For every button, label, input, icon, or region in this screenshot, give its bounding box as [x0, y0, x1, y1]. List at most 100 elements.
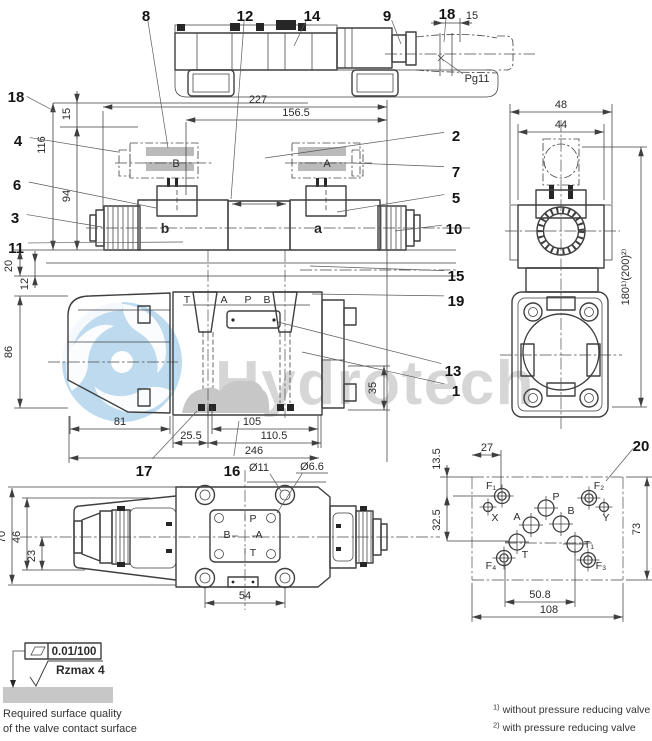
callout-number: 18	[8, 89, 25, 106]
callout-1: 1	[301, 351, 460, 400]
port-P: P	[534, 491, 560, 520]
view-bottom	[20, 470, 440, 610]
callout-number: 15	[448, 268, 465, 285]
flange-screws	[523, 302, 599, 408]
callout-4: 4	[14, 133, 119, 153]
label-T: T	[250, 547, 257, 559]
label-B: B	[263, 294, 270, 306]
dimension-246: 246	[69, 445, 319, 461]
callout-number: 10	[446, 221, 463, 238]
dim-label-246: 246	[245, 445, 263, 457]
port-F₁: F₁	[486, 480, 514, 508]
callout-number: 1	[452, 383, 460, 400]
port-label: A	[513, 511, 520, 523]
port-label: F₁	[486, 480, 496, 492]
dimension-20: 20	[3, 249, 23, 276]
port-label: Y	[602, 512, 609, 524]
callout-8: 8	[142, 8, 169, 149]
callout-number: 16	[224, 463, 241, 480]
dimension-70: 70	[0, 488, 15, 584]
dim-label-116: 116	[36, 136, 48, 154]
callout-7: 7	[351, 162, 460, 181]
dim-label-48: 48	[555, 99, 567, 111]
watermark: Hydrotech	[61, 301, 534, 422]
dimension-156.5: 156.5	[186, 107, 387, 123]
view-subplate	[48, 250, 357, 418]
mounting-holes	[194, 484, 296, 589]
dim-label-110.5: 110.5	[261, 430, 288, 442]
dim-label-105: 105	[243, 416, 261, 428]
dimension-35: 35	[367, 366, 387, 410]
dimension-13.5: 13.5	[431, 448, 450, 508]
port-label: F₃	[596, 560, 607, 572]
port-A: A	[513, 511, 543, 537]
surface-quality-note: 0.01/100 Rzmax 4 Required surface qualit…	[3, 642, 137, 735]
dimension-46: 46	[11, 498, 30, 570]
dimension-12: 12	[19, 251, 38, 290]
callout-12: 12	[230, 8, 253, 200]
note-Ø11: Ø11	[249, 462, 282, 492]
callout-number: 2	[452, 128, 460, 145]
view-main	[14, 142, 470, 277]
dim-label-20: 20	[3, 260, 15, 272]
dimension-50.8: 50.8	[505, 589, 575, 605]
port-label: F₄	[486, 560, 497, 572]
port-label: T	[522, 549, 529, 561]
callout-10: 10	[394, 221, 463, 238]
port-F₃: F₃	[576, 548, 607, 572]
dimension-54: 54	[205, 590, 285, 606]
dim-label-15: 15	[466, 10, 478, 22]
dim-label-73: 73	[631, 523, 643, 535]
dim-label-44: 44	[555, 119, 567, 131]
footnote-1: 1) without pressure reducing valve	[493, 703, 650, 717]
callout-17: 17	[136, 410, 198, 480]
dim-label-70: 70	[0, 531, 8, 543]
dim-label-54: 54	[239, 590, 251, 602]
label-P: P	[244, 294, 251, 306]
callout-number: 14	[304, 8, 321, 25]
dim-label-108: 108	[540, 604, 558, 616]
label-A: A	[255, 529, 262, 541]
callout-number: 6	[13, 177, 21, 194]
dimension-25.5: 25.5	[173, 430, 208, 446]
callout-number: 8	[142, 8, 150, 25]
dimension-108: 108	[472, 604, 623, 620]
label-P: P	[249, 513, 256, 525]
port-label: P	[552, 491, 559, 503]
note-Ø6.6: Ø6.6	[276, 461, 328, 514]
label-b: b	[161, 220, 170, 236]
port-F₂: F₂	[577, 480, 604, 510]
extension-lines	[8, 100, 652, 622]
port-label: T₁	[584, 539, 594, 551]
dim-label-25.5: 25.5	[180, 430, 201, 442]
surface-caption-line2: of the valve contact surface	[3, 723, 137, 735]
dimension-32.5: 32.5	[431, 496, 450, 541]
port-Y: Y	[595, 498, 613, 524]
callout-number: 11	[8, 240, 24, 257]
dimension-81: 81	[70, 416, 170, 432]
dim-label-81: 81	[114, 416, 126, 428]
label-T: T	[184, 294, 191, 306]
dimension-48: 48	[510, 99, 612, 115]
port-T: T	[505, 530, 529, 561]
dim-label-32.5: 32.5	[431, 509, 443, 530]
dimension-73: 73	[631, 477, 650, 580]
dim-label-12: 12	[19, 278, 31, 290]
port-X: X	[479, 498, 499, 524]
note-Pg11: Pg11	[441, 58, 489, 85]
port-label: X	[491, 512, 498, 524]
callout-2: 2	[264, 128, 460, 159]
callout-number: 17	[136, 463, 153, 480]
dim-label-180¹⁾(200)²⁾: 180¹⁾(200)²⁾	[620, 248, 632, 305]
callout-11: 11	[8, 240, 184, 257]
note-text: Ø11	[249, 462, 269, 474]
callout-number: 5	[452, 190, 460, 207]
dim-label-46: 46	[11, 531, 23, 543]
callout-14: 14	[293, 8, 321, 47]
